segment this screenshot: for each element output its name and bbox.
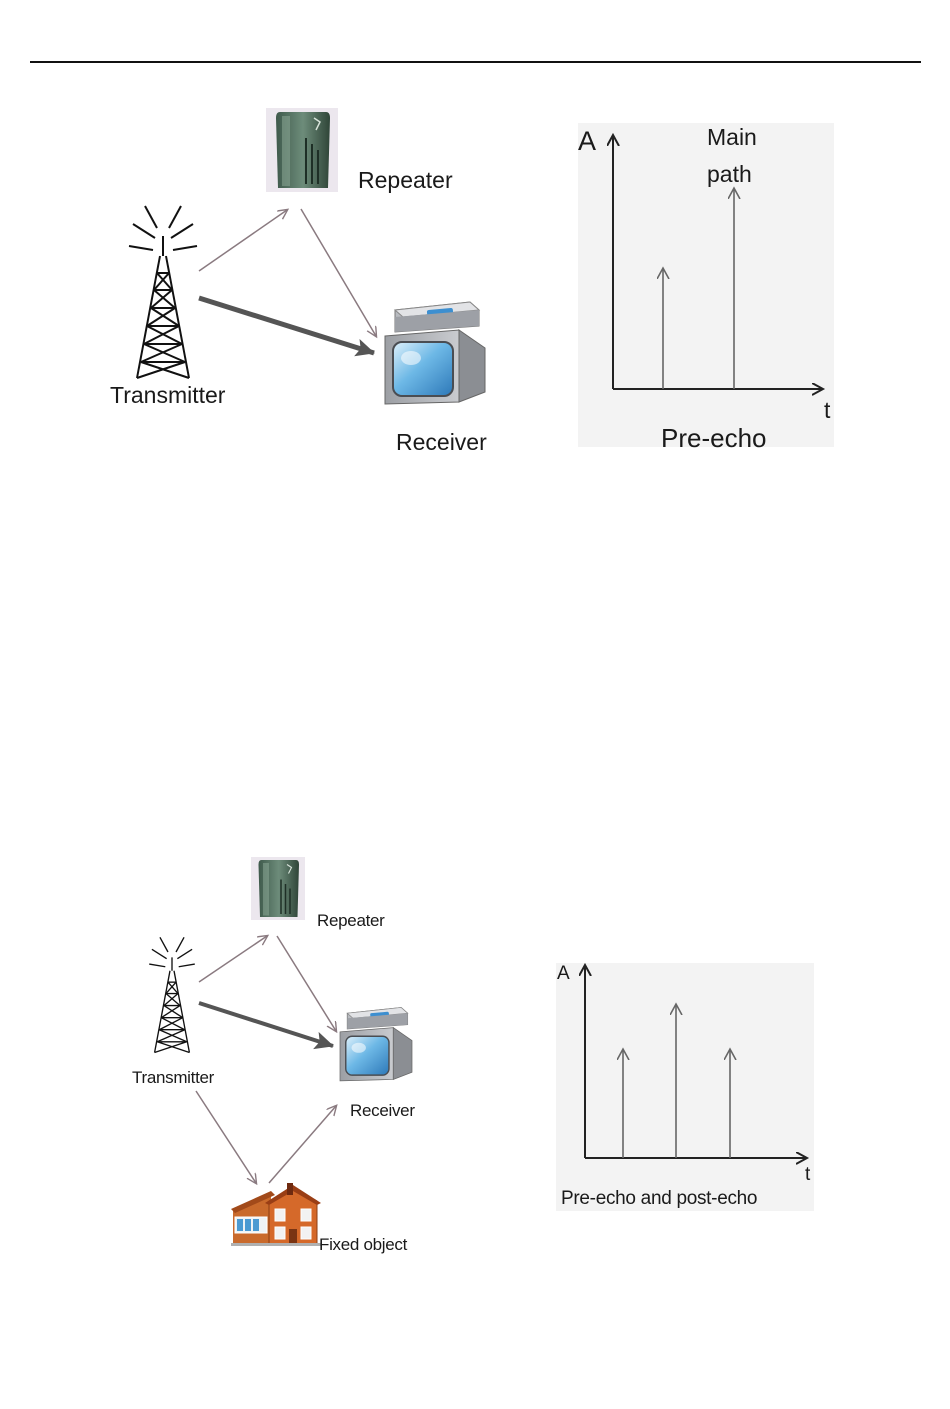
bottom-chart: A t Pre-echo and post-echo [556,963,814,1211]
arrow-direct-path [199,298,374,353]
chart-background [556,963,814,1211]
arrow-repeater-to-receiver [277,936,336,1031]
chart-caption: Pre-echo and post-echo [561,1188,757,1209]
top-chart: A t Main path Pre-echo [578,123,834,453]
receiver-tv-icon [340,1007,412,1080]
x-axis-label: t [805,1164,811,1185]
transmitter-label: Transmitter [132,1068,215,1087]
fixed-object-house-icon [231,1183,321,1246]
y-axis-label: A [578,126,596,156]
y-axis-label: A [557,963,570,984]
repeater-icon [266,108,338,192]
main-path-annotation-line2: path [707,161,752,187]
top-diagram: Repeater Transmitter Receiver [110,108,487,455]
transmitter-tower-icon [129,206,197,378]
receiver-label: Receiver [350,1101,415,1120]
arrow-fixed-object-to-receiver [269,1106,336,1183]
bottom-diagram: Repeater Transmitter Receiver Fixed obje… [132,857,415,1254]
transmitter-label: Transmitter [110,382,226,408]
arrow-transmitter-to-repeater [199,936,267,982]
arrow-repeater-to-receiver [301,209,376,336]
x-axis-label: t [824,397,831,423]
chart-caption: Pre-echo [661,423,767,453]
fixed-object-label: Fixed object [319,1235,408,1254]
arrow-direct-path [199,1003,333,1046]
repeater-label: Repeater [317,911,385,930]
main-path-annotation-line1: Main [707,124,757,150]
receiver-tv-icon [385,302,485,404]
chart-background [578,123,834,447]
receiver-label: Receiver [396,429,487,455]
repeater-icon [251,857,305,920]
transmitter-tower-icon [149,937,195,1052]
arrow-transmitter-to-fixed-object [196,1091,256,1183]
repeater-label: Repeater [358,167,453,193]
arrow-transmitter-to-repeater [199,210,287,271]
